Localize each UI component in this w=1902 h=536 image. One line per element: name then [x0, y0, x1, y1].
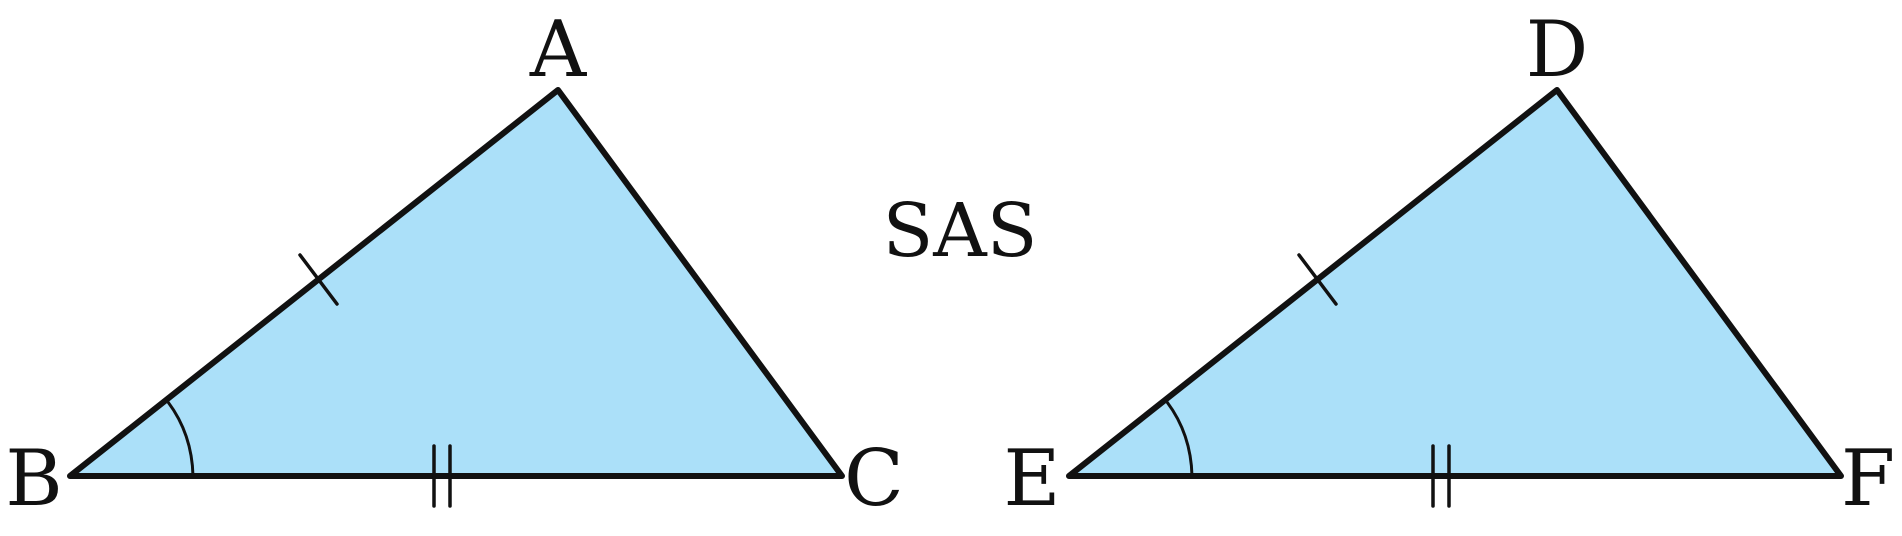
- vertex-label-b: B: [5, 434, 62, 524]
- vertex-label-c: C: [844, 434, 904, 524]
- center-label-sas: SAS: [883, 188, 1038, 274]
- triangle-abc-shape: [67, 87, 845, 479]
- vertex-label-e: E: [1004, 434, 1061, 524]
- vertex-label-a: A: [529, 5, 588, 95]
- triangle-abc: A B C: [5, 5, 904, 524]
- vertex-label-f: F: [1841, 434, 1895, 524]
- triangle-def-shape: [1066, 87, 1844, 479]
- angle-b-arc: [166, 401, 195, 477]
- angle-e-arc: [1165, 401, 1194, 477]
- triangle-def: D E F: [1004, 5, 1896, 524]
- side-ab-tick: [298, 253, 339, 306]
- side-de-tick: [1297, 253, 1338, 306]
- vertex-label-d: D: [1526, 5, 1589, 95]
